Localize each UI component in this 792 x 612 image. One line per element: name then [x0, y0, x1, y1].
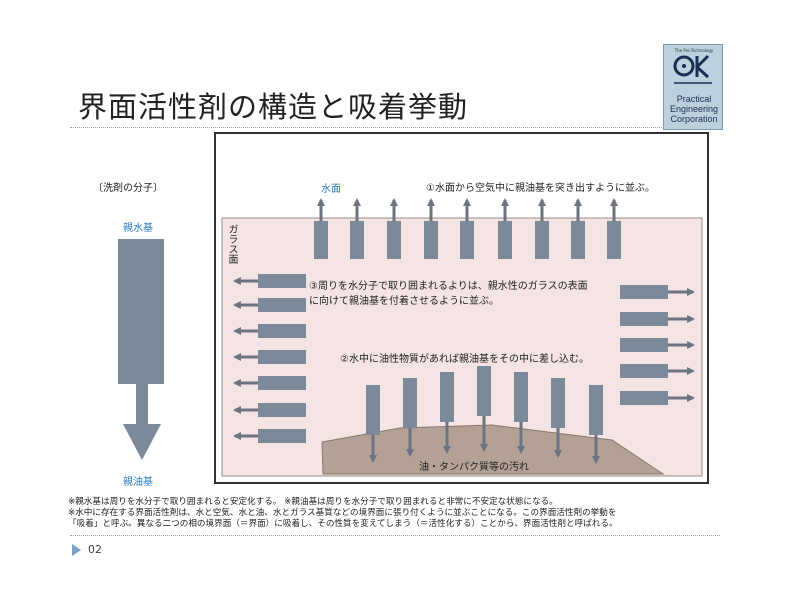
logo-line: Engineering — [669, 104, 719, 114]
wall-molecule — [233, 403, 306, 417]
molecule-caption: 〔洗剤の分子〕 — [93, 183, 163, 194]
oil-molecule — [551, 378, 565, 458]
note-3-line1: ③周りを水分子で取り囲まれるよりは、親水性のガラスの表面 — [309, 281, 588, 292]
footnotes: ※親水基は周りを水分子で取り囲まれると安定化する。 ※親油基は周りを水分子で取り… — [68, 497, 618, 530]
footnote-line: 「吸着」と呼ぶ。異なる二つの相の境界面（＝界面）に吸着し、その性質を変えてしまう… — [68, 519, 618, 529]
surface-molecule — [350, 198, 364, 259]
glass-surface-label: ガラス面 — [226, 224, 237, 264]
footer-divider — [70, 535, 720, 536]
oil-molecule — [403, 378, 417, 457]
surface-molecule — [424, 198, 438, 259]
note-3-line2: に向けて親油基を付着させるように並ぶ。 — [309, 296, 499, 307]
surface-molecule — [535, 198, 549, 259]
wall-molecule — [233, 324, 306, 338]
logo-line: Practical — [676, 94, 712, 104]
surface-molecules — [314, 198, 621, 259]
oil-molecule — [589, 385, 603, 464]
slide-title: 界面活性剤の構造と吸着挙動 — [78, 90, 469, 124]
wall-molecule — [620, 338, 695, 352]
right-wall-molecules — [620, 285, 695, 405]
wall-molecule — [233, 376, 306, 390]
surface-molecule — [387, 198, 401, 259]
page-marker-icon — [72, 544, 81, 556]
hydrophilic-label: 親水基 — [123, 223, 153, 234]
surface-molecule — [460, 198, 474, 259]
footnote-line: ※水中に存在する界面活性剤は、水と空気、水と油、水とガラス基質などの境界面に張り… — [68, 508, 617, 518]
logo-text: Practical Engineering Corporation — [666, 94, 722, 124]
molecule-hydrophilic-head — [118, 239, 164, 384]
note-2: ②水中に油性物質があれば親油基をその中に差し込む。 — [340, 354, 589, 365]
surface-molecule — [498, 198, 512, 259]
footnote-line: ※親水基は周りを水分子で取り囲まれると安定化する。 ※親油基は周りを水分子で取り… — [68, 497, 558, 507]
surface-molecule — [314, 198, 328, 259]
oil-molecule — [477, 366, 491, 452]
surface-molecule — [607, 198, 621, 259]
note-1: ①水面から空気中に親油基を突き出すように並ぶ。 — [426, 183, 655, 194]
logo-tagline: The Pro-Technology — [674, 48, 714, 53]
wall-molecule — [620, 391, 695, 405]
logo-line: Corporation — [670, 114, 718, 124]
page-number: 02 — [88, 543, 102, 556]
left-wall-molecules — [233, 274, 306, 443]
oil-molecule — [514, 372, 528, 454]
surface-molecule — [571, 198, 585, 259]
wall-molecule — [620, 364, 695, 378]
wall-molecule — [233, 274, 306, 288]
oil-dirt-region — [321, 424, 665, 475]
oil-molecule — [440, 372, 454, 454]
lipophilic-label: 親油基 — [123, 477, 153, 488]
title-divider — [70, 127, 720, 128]
company-logo: The Pro-Technology Practical Engineering… — [663, 44, 723, 130]
molecule-lipophilic-tail — [136, 384, 148, 424]
oil-molecules — [366, 366, 603, 464]
logo-ok-emblem-icon — [673, 54, 712, 84]
oil-molecule — [366, 385, 380, 463]
wall-molecule — [233, 298, 306, 312]
oil-label: 油・タンパク質等の汚れ — [419, 462, 529, 473]
wall-molecule — [233, 429, 306, 443]
wall-molecule — [233, 350, 306, 364]
wall-molecule — [620, 312, 695, 326]
wall-molecule — [620, 285, 695, 299]
molecule-tail-arrowhead — [123, 424, 161, 460]
water-surface-label: 水面 — [321, 184, 341, 195]
